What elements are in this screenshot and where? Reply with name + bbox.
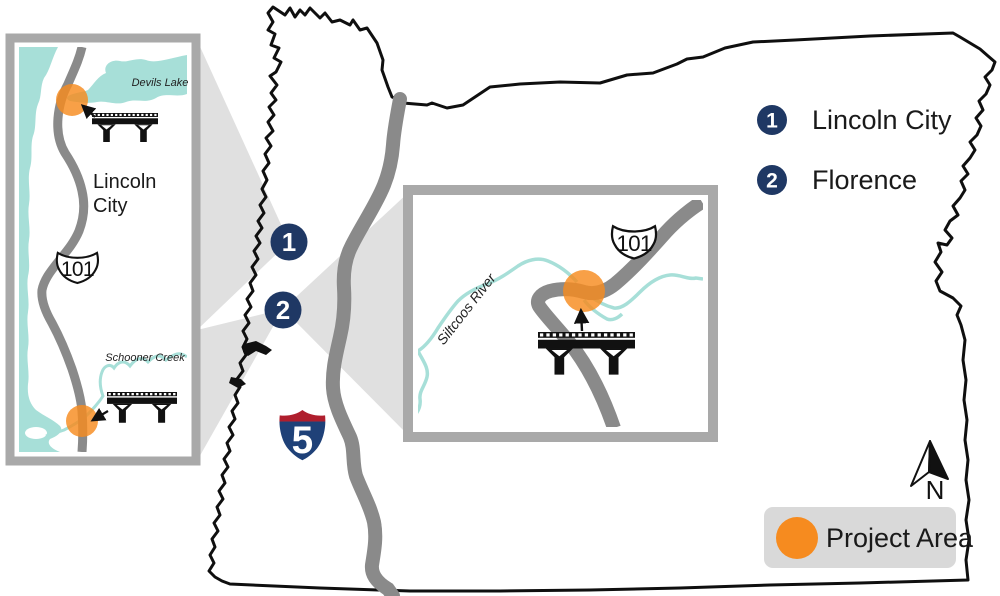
devils-lake-label: Devils Lake (132, 77, 189, 89)
left-inset-border (5, 33, 201, 466)
map-legend: 1 Lincoln City 2 Florence (757, 105, 952, 195)
project-area-swatch (776, 517, 818, 559)
us-101-shield-florence-number: 101 (616, 231, 652, 256)
marker-1-number: 1 (282, 227, 296, 257)
interstate-shield-red-band (279, 410, 326, 422)
legend-marker-1 (757, 105, 787, 135)
marker-2-number: 2 (276, 295, 290, 325)
north-arrow-right-half (928, 440, 949, 480)
us-101-shield: 101 (55, 251, 99, 285)
legend-number-1: 1 (766, 110, 778, 133)
arrow-to-schooner-creek-bridge (90, 407, 109, 422)
coastal-bay-blob-small (229, 377, 246, 388)
lincoln-city-label-line2: City (93, 195, 127, 217)
north-arrow-label: N (926, 475, 945, 505)
north-arrow: N (910, 440, 949, 505)
florence-inset: 101 Siltcoos River (403, 185, 718, 442)
arrow-to-devils-lake-bridge (80, 104, 97, 120)
marker-lincoln-city: 1 (270, 223, 308, 261)
interstate-5-number: 5 (292, 419, 314, 462)
us-101-shield-number: 101 (61, 258, 94, 281)
right-inset-border (403, 185, 718, 442)
project-area-circle-schooner-creek (66, 405, 98, 437)
schooner-creek-label: Schooner Creek (105, 352, 185, 364)
pacific-ocean (19, 47, 62, 452)
arrow-to-siltcoos-bridge (573, 307, 590, 332)
siltcoos-river-water-east (588, 273, 703, 310)
project-area-circle-devils-lake (56, 84, 88, 116)
interstate-5-shield: 5 (277, 407, 328, 463)
coastal-bay-blob (243, 341, 272, 356)
left-inset-background (10, 38, 196, 461)
legend-label-florence: Florence (812, 165, 917, 195)
lincoln-city-inset: 101 Devils Lake Lincoln City Schooner Cr… (5, 33, 201, 466)
interstate-5-road (325, 92, 407, 596)
legend-marker-2 (757, 165, 787, 195)
us-101-shield-florence: 101 (610, 225, 658, 260)
siltcoos-river-water (418, 257, 579, 353)
project-area-label: Project Area (826, 523, 974, 553)
siltcoos-river-branch-southwest (418, 350, 430, 415)
legend-item-florence: 2 Florence (757, 165, 917, 195)
legend-item-lincoln-city: 1 Lincoln City (757, 105, 952, 135)
project-area-circle-siltcoos (563, 270, 605, 312)
marker-florence: 2 (264, 291, 302, 329)
legend-label-lincoln-city: Lincoln City (812, 105, 952, 135)
us-101-road-inset (37, 47, 89, 452)
devils-lake-water (67, 55, 187, 104)
project-area-box (764, 507, 956, 568)
project-area-legend: Project Area (764, 507, 974, 568)
bay-island (25, 427, 47, 439)
lincoln-city-label-line1: Lincoln (93, 171, 156, 193)
legend-number-2: 2 (766, 170, 778, 193)
oregon-state-outline (207, 5, 997, 593)
wedge-left-inset-to-marker1 (197, 40, 289, 330)
